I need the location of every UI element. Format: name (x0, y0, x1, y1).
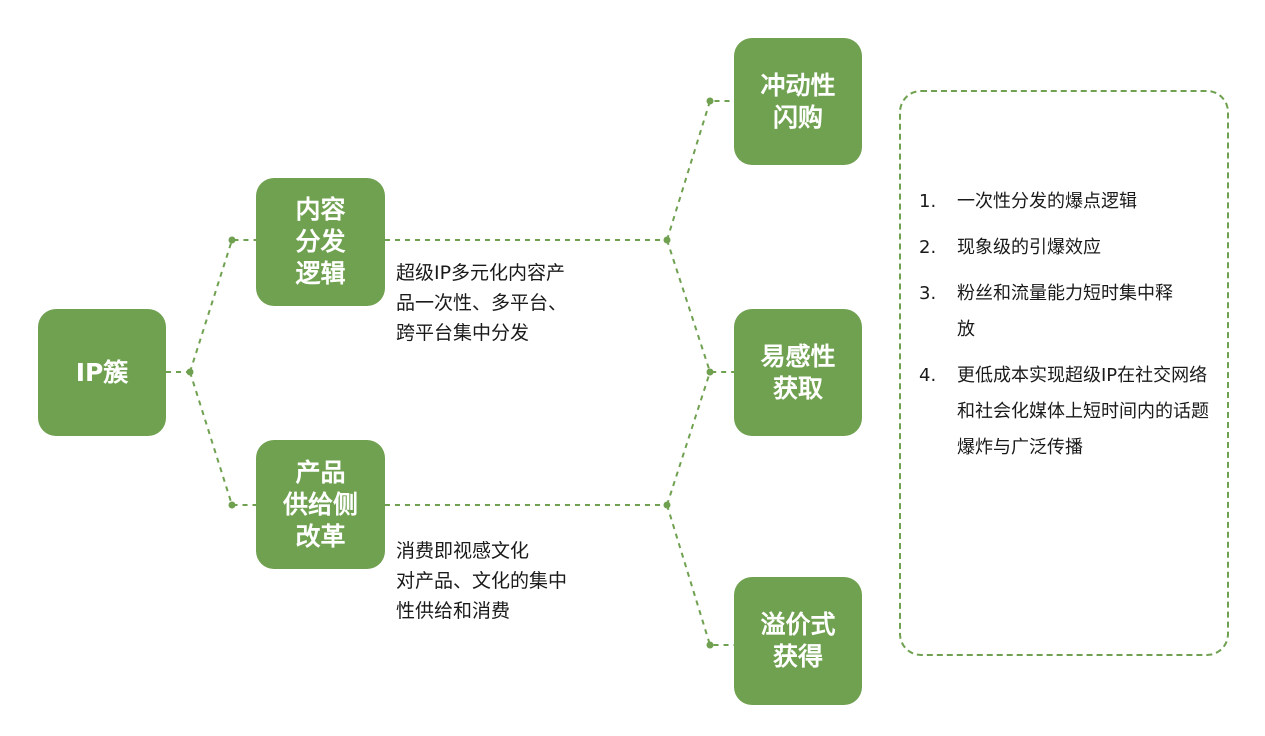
list-item-number: 3. (919, 283, 937, 304)
junction-dot (706, 641, 714, 649)
list-item-number: 2. (919, 237, 937, 258)
content-distribution-node: 内容 分发 逻辑 (256, 178, 385, 306)
content-distribution-label: 内容 分发 逻辑 (295, 195, 346, 288)
supply-side-reform-node: 产品 供给侧 改革 (256, 440, 385, 569)
connector-content-to-impulse (666, 100, 734, 241)
junction-dot (706, 97, 714, 105)
impulse-purchase-label: 冲动性 闪购 (760, 70, 836, 132)
junction-dot (228, 236, 236, 244)
supply-side-reform-label: 产品 供给侧 改革 (282, 457, 358, 551)
list-item-text: 更低成本实现超级IP在社交网络和社会化媒体上短时间内的话题爆炸与广泛传播 (957, 365, 1209, 458)
connector-product-to-premium (666, 504, 734, 646)
connector-product-to-susceptible (666, 371, 711, 506)
premium-acquisition-node: 溢价式 获得 (734, 577, 862, 705)
notes-list: 1. 一次性分发的爆点逻辑 2. 现象级的引爆效应 3. 粉丝和流量能力短时集中… (919, 184, 1219, 466)
junction-dot (186, 368, 194, 376)
notes-panel: 1. 一次性分发的爆点逻辑 2. 现象级的引爆效应 3. 粉丝和流量能力短时集中… (899, 90, 1229, 656)
connector-content-to-susceptible (666, 239, 734, 373)
list-item: 3. 粉丝和流量能力短时集中释放 (919, 276, 1219, 348)
susceptible-acquisition-node: 易感性 获取 (734, 309, 862, 436)
susceptible-acquisition-label: 易感性 获取 (760, 341, 836, 403)
list-item-text: 现象级的引爆效应 (957, 237, 1101, 258)
list-item-text: 粉丝和流量能力短时集中释放 (957, 283, 1173, 340)
list-item-number: 1. (919, 191, 937, 212)
impulse-purchase-node: 冲动性 闪购 (734, 38, 862, 165)
premium-acquisition-label: 溢价式 获得 (760, 610, 836, 671)
junction-dot (228, 501, 236, 509)
junction-dot (663, 501, 671, 509)
content-distribution-description: 超级IP多元化内容产 品一次性、多平台、 跨平台集中分发 (396, 262, 568, 344)
junction-dot (706, 368, 714, 376)
list-item: 2. 现象级的引爆效应 (919, 230, 1219, 266)
root-node: IP簇 (38, 309, 166, 436)
connector-root-to-content (189, 239, 256, 373)
list-item-text: 一次性分发的爆点逻辑 (957, 191, 1137, 212)
connector-root-to-product (189, 371, 256, 506)
list-item: 1. 一次性分发的爆点逻辑 (919, 184, 1219, 220)
root-node-label: IP簇 (75, 357, 129, 387)
supply-side-reform-description: 消费即视感文化 对产品、文化的集中 性供给和消费 (396, 540, 568, 622)
list-item: 4. 更低成本实现超级IP在社交网络和社会化媒体上短时间内的话题爆炸与广泛传播 (919, 358, 1219, 466)
list-item-number: 4. (919, 365, 937, 386)
junction-dot (663, 236, 671, 244)
